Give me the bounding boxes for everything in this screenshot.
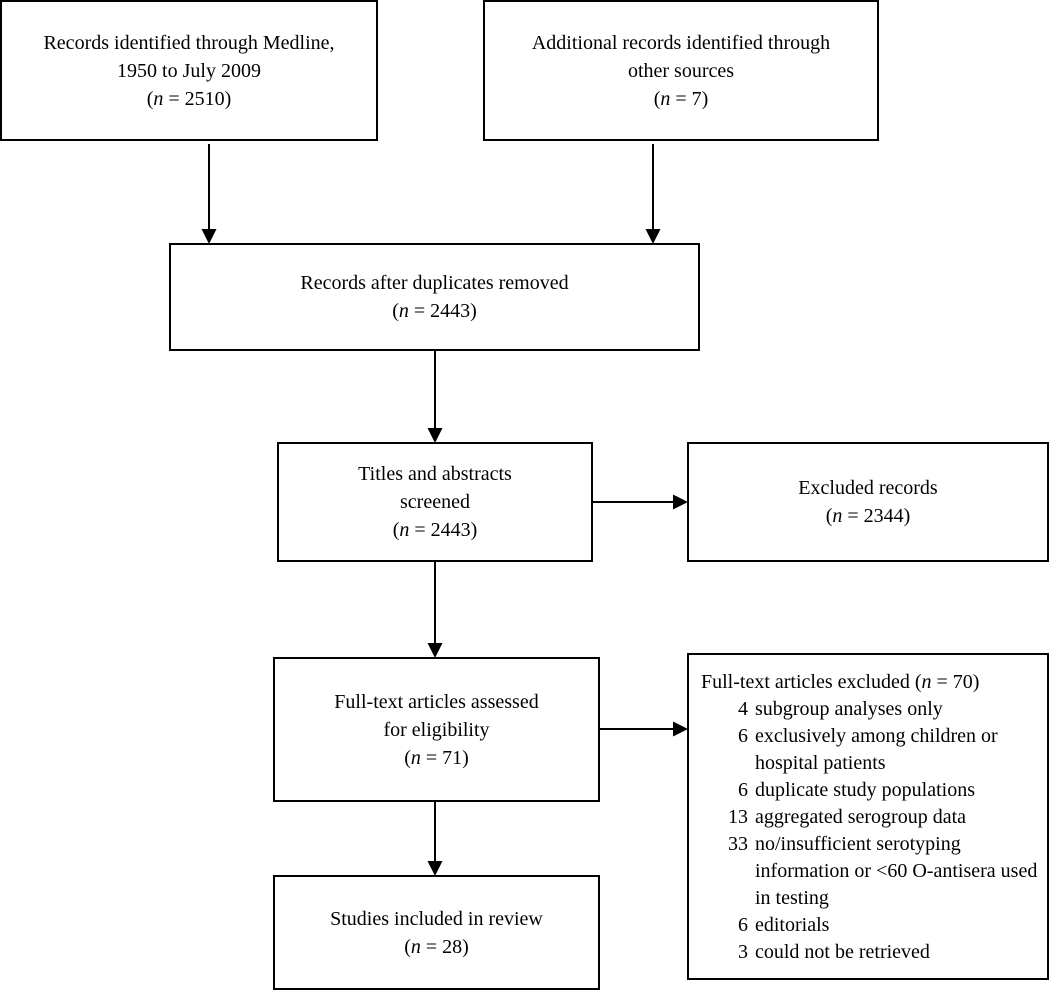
reason-text: editorials: [755, 914, 830, 936]
box-fulltext-articles-assessed: Full-text articles assessed for eligibil…: [273, 657, 600, 802]
n-variable: n: [399, 519, 410, 541]
n-value: = 2443): [408, 300, 477, 322]
exclusion-reason-row: 4 subgroup analyses only: [701, 696, 1041, 723]
box-fulltext-articles-excluded: Full-text articles excluded (n = 70) 4 s…: [687, 653, 1049, 980]
box-records-identified-medline: Records identified through Medline, 1950…: [0, 0, 378, 141]
reason-count: 6: [738, 914, 748, 936]
box-records-after-duplicates-removed: Records after duplicates removed (n = 24…: [169, 243, 700, 351]
n-open: (: [392, 519, 400, 541]
arrow-fulltext-assessed-to-included: [427, 801, 443, 876]
box-text-line: Records after duplicates removed: [300, 272, 569, 294]
n-value: = 70): [931, 671, 980, 693]
box-text-line: Excluded records: [798, 477, 938, 499]
box-text-line: 1950 to July 2009: [117, 59, 261, 82]
n-variable: n: [410, 935, 421, 958]
box-text-line: screened: [400, 491, 470, 513]
n-open: (: [825, 505, 833, 527]
n-value: = 71): [420, 746, 469, 769]
arrow-screened-to-excluded-records: [592, 494, 688, 510]
n-variable: n: [832, 505, 843, 527]
box-text-line: Additional records identified through: [531, 31, 831, 54]
box-excluded-records: Excluded records (n = 2344): [687, 442, 1049, 562]
n-variable: n: [398, 300, 409, 322]
reason-count: 6: [738, 725, 748, 747]
exclusion-reason-row: 6 editorials: [701, 912, 1041, 939]
reason-text: subgroup analyses only: [755, 698, 943, 720]
box-titles-abstracts-screened: Titles and abstracts screened (n = 2443): [277, 442, 593, 562]
n-value: = 2443): [409, 519, 478, 541]
n-variable: n: [410, 746, 421, 769]
n-variable: n: [153, 87, 164, 110]
exclusion-reason-row: 33 no/insufficient serotyping informatio…: [701, 831, 1041, 912]
box-studies-included-in-review: Studies included in review (n = 28): [273, 875, 600, 990]
box-text-line: other sources: [627, 59, 735, 82]
arrow-fulltext-assessed-to-fulltext-excluded: [599, 721, 688, 737]
header-prefix: Full-text articles excluded (: [701, 671, 922, 693]
n-variable: n: [660, 87, 671, 110]
n-value: = 7): [670, 87, 709, 110]
arrow-dedup-to-screened: [427, 350, 443, 443]
reason-count: 3: [738, 941, 748, 963]
n-variable: n: [921, 671, 932, 693]
exclusion-reason-row: 3 could not be retrieved: [701, 939, 1041, 966]
record-count: (n = 71): [404, 744, 469, 772]
exclusion-reason-row: 6 duplicate study populations: [701, 777, 1041, 804]
n-open: (: [392, 300, 399, 322]
arrow-medline-to-dedup: [201, 144, 217, 244]
box-additional-records-other-sources: Additional records identified through ot…: [483, 0, 879, 141]
reason-text: no/insufficient serotyping information o…: [755, 833, 1038, 909]
reason-count: 6: [738, 779, 748, 801]
n-open: (: [404, 746, 411, 769]
arrow-other-sources-to-dedup: [645, 144, 661, 244]
record-count: (n = 7): [654, 85, 709, 113]
box-text-line: Titles and abstracts: [358, 463, 512, 485]
exclusion-reason-row: 13 aggregated serogroup data: [701, 804, 1041, 831]
box-text-line: Full-text articles assessed: [334, 690, 539, 713]
record-count: (n = 2344): [826, 502, 911, 530]
reason-count: 13: [728, 806, 748, 828]
box-text-line: Studies included in review: [330, 907, 543, 930]
box-text-line: Records identified through Medline,: [43, 31, 335, 54]
reason-count: 33: [728, 833, 748, 855]
reason-text: could not be retrieved: [755, 941, 930, 963]
n-open: (: [404, 935, 411, 958]
record-count: (n = 2510): [147, 85, 232, 113]
reason-text: duplicate study populations: [755, 779, 975, 801]
reason-text: exclusively among children or hospital p…: [755, 725, 998, 774]
n-open: (: [146, 87, 154, 110]
reason-count: 4: [738, 698, 748, 720]
record-count: (n = 2443): [393, 516, 478, 544]
arrow-screened-to-fulltext-assessed: [427, 561, 443, 658]
exclusion-header: Full-text articles excluded (n = 70): [701, 669, 1041, 696]
exclusion-reason-row: 6 exclusively among children or hospital…: [701, 723, 1041, 777]
n-value: = 2510): [163, 87, 232, 110]
box-text-line: for eligibility: [383, 718, 490, 741]
reason-text: aggregated serogroup data: [755, 806, 967, 828]
n-value: = 2344): [842, 505, 911, 527]
record-count: (n = 28): [404, 933, 469, 961]
record-count: (n = 2443): [392, 297, 477, 325]
n-open: (: [653, 87, 661, 110]
n-value: = 28): [420, 935, 469, 958]
